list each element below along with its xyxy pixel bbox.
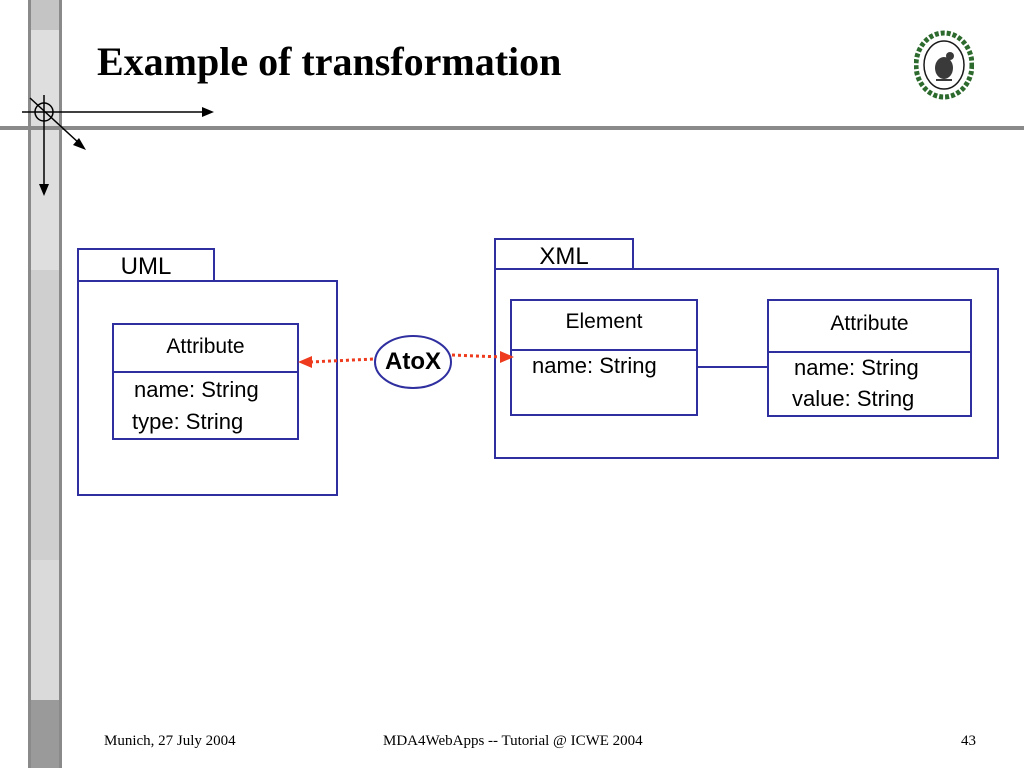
stripe-segment: [30, 0, 60, 30]
stripe-segment: [30, 560, 60, 700]
slide-title: Example of transformation: [97, 39, 562, 84]
class-attribute: name: String: [134, 377, 259, 402]
uml-package-tab: UML: [77, 248, 215, 282]
stripe-segment: [30, 30, 60, 270]
xml-attribute-class: Attribute name: String value: String: [767, 299, 972, 417]
class-attribute: name: String: [794, 355, 919, 380]
xml-element-class: Element name: String: [510, 299, 698, 416]
footer-location-date: Munich, 27 July 2004: [104, 733, 236, 749]
transformation-link-right: [451, 353, 503, 359]
xml-package-tab: XML: [494, 238, 634, 271]
footer-event: MDA4WebApps -- Tutorial @ ICWE 2004: [383, 733, 643, 749]
footer-page-number: 43: [961, 733, 976, 749]
uml-attribute-class: Attribute name: String type: String: [112, 323, 299, 440]
header-rule: [0, 126, 1024, 130]
class-name: Element: [512, 301, 696, 351]
axes-decoration-icon: [22, 95, 214, 196]
transformation-label: AtoX: [385, 348, 441, 375]
class-name: Attribute: [114, 325, 297, 373]
university-seal-icon: [913, 30, 975, 100]
class-name: Attribute: [769, 301, 970, 353]
class-attribute: value: String: [792, 386, 915, 411]
transformation-link-left: [309, 357, 375, 364]
arrowhead-left-icon: [298, 356, 312, 368]
university-logo: [913, 30, 975, 100]
arrowhead-right-icon: [500, 351, 514, 363]
transformation-ellipse: [374, 335, 452, 389]
class-attribute: name: String: [532, 353, 657, 378]
stripe-edge: [59, 0, 62, 768]
stripe-edge: [28, 0, 31, 768]
stripe-segment: [30, 700, 60, 768]
class-attribute: type: String: [132, 409, 244, 434]
stripe-segment: [30, 270, 60, 560]
